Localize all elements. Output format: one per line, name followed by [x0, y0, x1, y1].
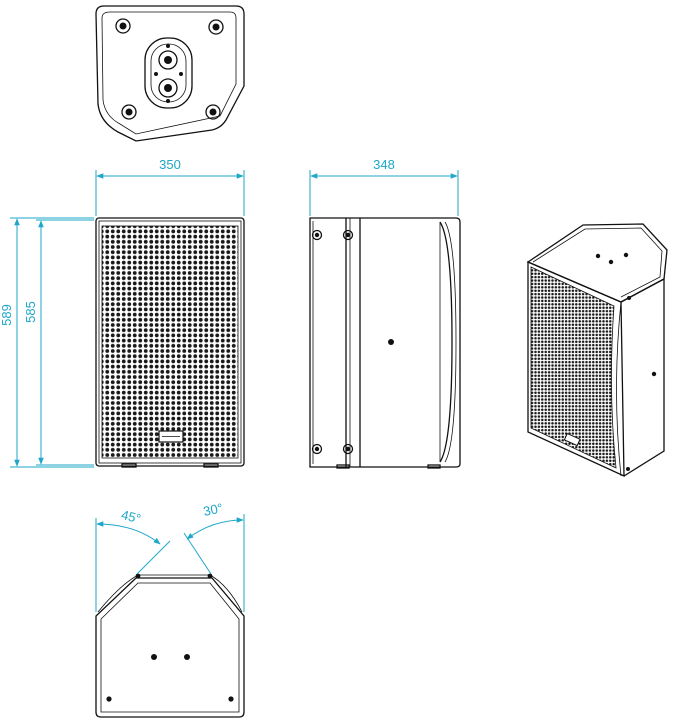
depth-label: 348	[373, 157, 395, 172]
side-mount-point	[388, 339, 394, 345]
height-outer-label: 589	[0, 304, 14, 326]
width-dimension: 350	[95, 157, 245, 216]
handle-screw-bl	[311, 443, 323, 455]
handle-screw-tr	[342, 229, 354, 241]
bottom-mount-point-left	[151, 654, 157, 660]
mounting-hole-bl	[121, 104, 137, 120]
height-dimension-outer: 589	[0, 217, 94, 468]
top-view-upper	[95, 5, 245, 142]
angle-right-label: 30°	[202, 500, 224, 519]
iso-grille	[530, 266, 617, 469]
mounting-hole-tr	[208, 19, 224, 35]
isometric-view	[526, 223, 668, 478]
top-view-lower	[95, 573, 245, 718]
front-grille	[101, 225, 239, 459]
width-label: 350	[159, 157, 181, 172]
height-inner-label: 585	[23, 301, 38, 323]
height-dimension-inner: 585	[23, 219, 94, 466]
mounting-hole-br	[205, 104, 221, 120]
bottom-mount-point-right	[184, 654, 190, 660]
depth-dimension: 348	[309, 157, 459, 216]
handle-screw-tl	[311, 229, 323, 241]
handle-screw-br	[342, 443, 354, 455]
angle-dimension-right: 30°	[183, 500, 245, 612]
angle-dimension-left: 45°	[95, 507, 171, 612]
side-view	[309, 217, 461, 469]
angle-left-label: 45°	[120, 507, 143, 526]
mounting-hole-tl	[115, 18, 131, 34]
pole-mount-bracket	[144, 37, 193, 109]
iso-logo-badge	[563, 432, 581, 447]
front-view	[95, 217, 245, 468]
